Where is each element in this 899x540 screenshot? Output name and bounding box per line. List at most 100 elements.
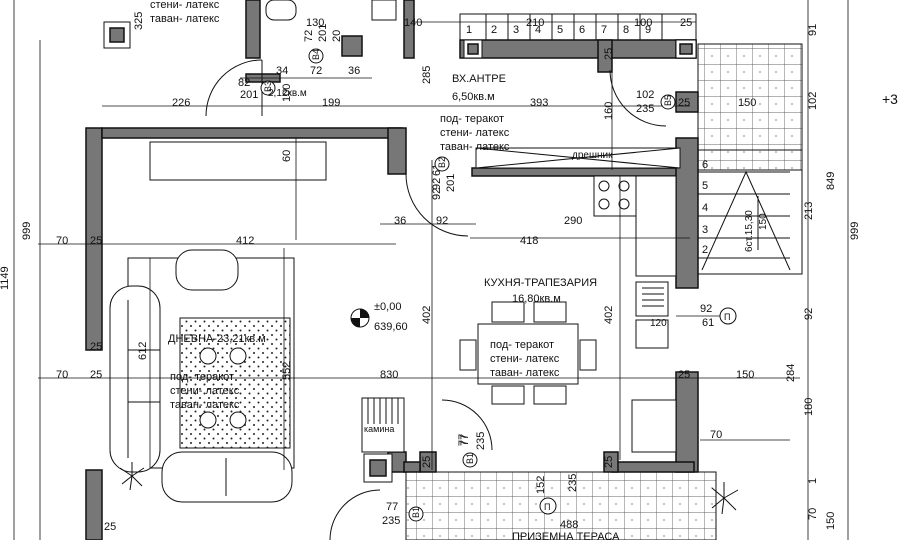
- dim-value: 210: [526, 17, 544, 29]
- door-code: В3: [263, 81, 273, 92]
- door-code: В2: [437, 157, 447, 168]
- dim-value: 393: [530, 97, 548, 109]
- dim-value: 290: [564, 215, 582, 227]
- dim-value: 1149: [0, 266, 11, 290]
- kitchen-counter: [635, 175, 677, 277]
- stairs-right: 6 5 4 3 2 6ст.15,30 150: [697, 149, 803, 275]
- entry-room-area: 6,50кв.м: [452, 91, 495, 103]
- stair-note: 6ст.15,30: [744, 210, 755, 252]
- dim-value: 91: [807, 24, 819, 36]
- dim-value: 285: [421, 66, 433, 84]
- dim-value: 999: [21, 222, 33, 240]
- dim-value: 612: [137, 342, 149, 360]
- dim-value: 140: [404, 17, 422, 29]
- dim-value: 36: [348, 65, 360, 77]
- level-value: ±0,00: [374, 301, 401, 313]
- dim-value: 25: [678, 369, 690, 381]
- finish-line: таван- латекс: [440, 141, 510, 153]
- door-height: 201: [240, 89, 258, 101]
- stair-step-label: 6: [702, 159, 708, 171]
- stair-step-label: 3: [702, 224, 708, 236]
- finish-line: таван- латекс: [490, 367, 560, 379]
- dim-value: 34: [276, 65, 288, 77]
- door-code: В4: [311, 49, 321, 60]
- sink-bowl: [635, 319, 669, 349]
- dim-value: 402: [603, 306, 615, 324]
- door-height: 235: [475, 432, 487, 450]
- fireplace-label: камина: [364, 424, 394, 434]
- dim-value: 150: [738, 97, 756, 109]
- dim-value: 70: [807, 508, 819, 520]
- stair-step-label: 8: [623, 24, 629, 36]
- dim-value: 849: [825, 172, 837, 190]
- stair-step-label: 4: [702, 202, 708, 214]
- sofa-left: [109, 285, 161, 473]
- stair-step-label: 5: [702, 180, 708, 192]
- terrace-room-name: ПРИЗЕМНА ТЕРАСА: [512, 531, 620, 540]
- washbasin: [371, 0, 397, 21]
- dim-value: 130: [306, 17, 324, 29]
- stair-step-label: 7: [601, 24, 607, 36]
- finish-line: стени- латекс: [170, 385, 240, 397]
- dim-value: 150: [736, 369, 754, 381]
- dim-value: 25: [90, 369, 102, 381]
- door-swings: [205, 59, 667, 540]
- dim-value: 418: [520, 235, 538, 247]
- dimension-texts: 325 130 72 140 210 100 25 91 34 72 36 82…: [0, 12, 861, 533]
- stove: [593, 175, 637, 217]
- toilet: [265, 0, 297, 21]
- dim-value: 25: [603, 48, 615, 60]
- dim-value: 70: [56, 369, 68, 381]
- dim-value: 100: [281, 84, 293, 102]
- dim-value: 60: [281, 150, 293, 162]
- dim-value: 235: [382, 515, 400, 527]
- door-height: 201: [445, 174, 457, 192]
- plant-icon: [119, 462, 145, 491]
- dimension-lines: [13, 0, 849, 540]
- dim-value: 412: [236, 235, 254, 247]
- dim-value: 25: [680, 17, 692, 29]
- opening-tags: В1 77 235 В1 В2 201 92 В3 201 В4 201 В5 …: [240, 24, 737, 522]
- dim-value: 552: [281, 362, 293, 380]
- fridge: [631, 399, 677, 453]
- sink: [635, 281, 669, 317]
- door-code: В1: [465, 453, 475, 464]
- finish-line: стени- латекс: [490, 353, 560, 365]
- level-abs: 639,60: [374, 321, 408, 333]
- stair-step-label: 5: [557, 24, 563, 36]
- dim-value: 150: [825, 512, 837, 530]
- stairs-top: 1 2 3 4 5 6 7 8 9: [459, 13, 697, 41]
- finish-line: стени- латекс: [440, 127, 510, 139]
- dim-value: 77: [386, 501, 398, 513]
- door-height: 235: [636, 103, 654, 115]
- stair-step-label: 2: [702, 244, 708, 256]
- dim-value: 77: [459, 434, 471, 446]
- walls: [85, 0, 699, 540]
- dim-value: 25: [421, 456, 433, 468]
- stair-length: 150: [758, 213, 769, 230]
- dim-value: 25: [90, 235, 102, 247]
- stair-step-label: 1: [466, 24, 472, 36]
- dim-value: 213: [803, 202, 815, 220]
- finish-line: таван- латекс: [170, 399, 240, 411]
- living-room-name: ДНЕВНА-23,21кв.м: [168, 333, 266, 345]
- dim-value: 1: [807, 478, 819, 484]
- finish-line: под- теракот: [440, 113, 504, 125]
- dim-value: 70: [56, 235, 68, 247]
- stair-step-label: 4: [535, 24, 541, 36]
- bath-area: 2,12кв.м: [268, 88, 307, 99]
- dim-value: 82: [238, 77, 250, 89]
- tv-cabinet: [149, 141, 327, 181]
- window-code: П: [724, 312, 730, 322]
- door-height: 201: [317, 24, 329, 42]
- dim-value: 830: [380, 369, 398, 381]
- fireplace: [361, 397, 405, 453]
- dim-value: 226: [172, 97, 190, 109]
- wardrobe-label: дрешник: [572, 150, 613, 161]
- door-code: В5: [663, 95, 673, 106]
- dim-value: 25: [603, 456, 615, 468]
- room-labels: стени- латекс таван- латекс 2,12кв.м ВХ.…: [150, 0, 620, 540]
- dim-value: 92: [431, 178, 443, 190]
- window-code: П: [544, 502, 550, 512]
